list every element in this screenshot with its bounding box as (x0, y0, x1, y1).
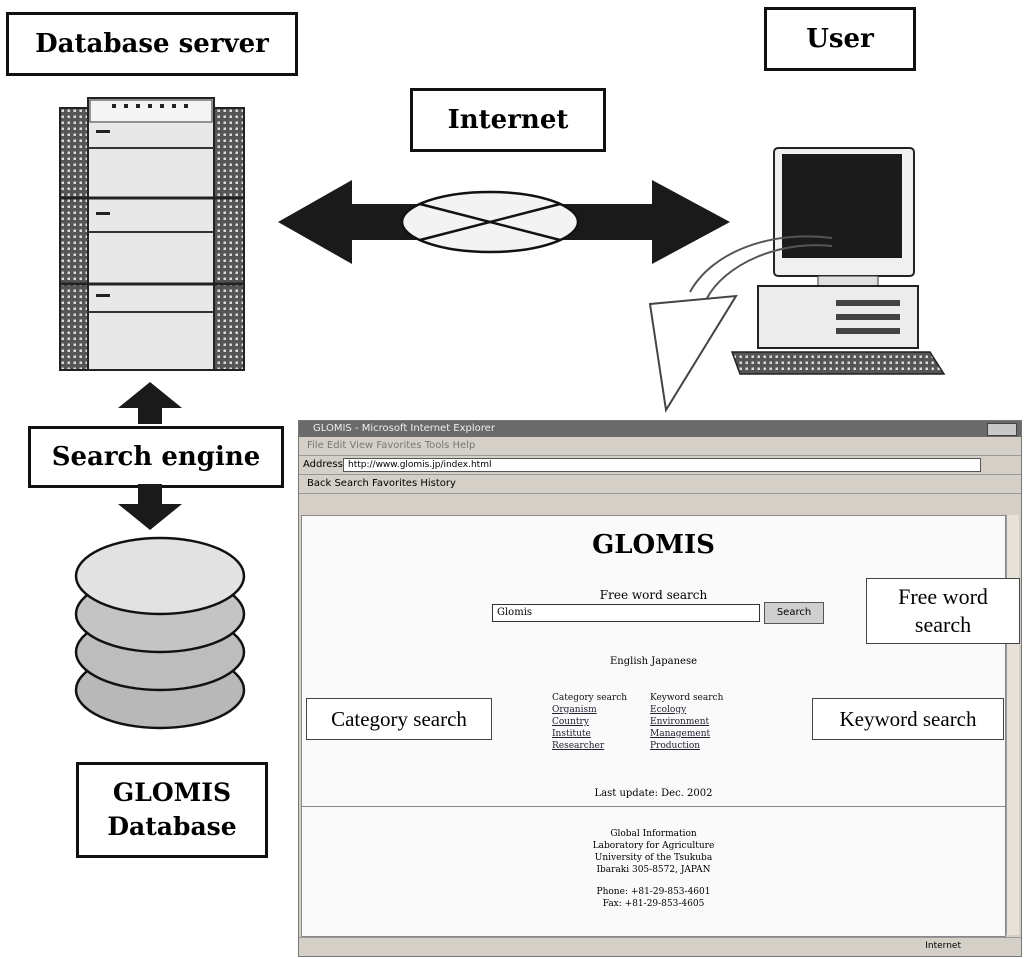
contact-line: Phone: +81-29-853-4601 (596, 887, 711, 897)
keyword-header: Keyword search (650, 693, 724, 703)
category-search-text: Category search (331, 706, 467, 731)
glomis-database-line2: Database (107, 812, 237, 841)
divider (302, 806, 1005, 807)
free-word-line2: search (914, 612, 972, 637)
browser-addressbar: Address http://www.glomis.jp/index.html (299, 456, 1021, 475)
address-line: Ibaraki 305-8572, JAPAN (596, 865, 711, 875)
search-engine-label: Search engine (28, 426, 284, 488)
internet-double-arrow (278, 180, 730, 264)
glomis-database-label: GLOMIS Database (76, 762, 268, 858)
address-label: Address (303, 459, 343, 470)
free-word-search-callout: Free word search (866, 578, 1020, 644)
category-search-callout: Category search (306, 698, 492, 740)
category-link[interactable]: Country (552, 717, 589, 727)
keyword-link[interactable]: Ecology (650, 705, 687, 715)
toolbar-items[interactable]: Back Search Favorites History (307, 478, 456, 489)
database-server-text: Database server (35, 29, 269, 59)
browser-menubar[interactable]: File Edit View Favorites Tools Help (299, 437, 1021, 456)
database-server-label: Database server (6, 12, 298, 76)
menu-items[interactable]: File Edit View Favorites Tools Help (307, 440, 476, 451)
window-controls-icon[interactable] (987, 423, 1017, 436)
keyword-search-callout: Keyword search (812, 698, 1004, 740)
glomis-database-line1: GLOMIS (112, 778, 232, 807)
category-link[interactable]: Researcher (552, 741, 605, 751)
search-engine-text: Search engine (51, 442, 261, 472)
language-links[interactable]: English Japanese (609, 656, 698, 667)
browser-titlebar: GLOMIS - Microsoft Internet Explorer (299, 421, 1021, 437)
server-icon (59, 97, 245, 371)
status-text: Internet (925, 941, 961, 951)
category-link[interactable]: Institute (552, 729, 591, 739)
vertical-double-arrow-bottom (118, 484, 182, 530)
vertical-double-arrow-top (118, 382, 182, 424)
internet-text: Internet (447, 105, 569, 135)
search-input-value: Glomis (497, 607, 533, 618)
keyword-link[interactable]: Management (650, 729, 711, 739)
curved-arrow (648, 235, 833, 413)
contact-line: Fax: +81-29-853-4605 (602, 899, 705, 909)
address-line: Global Information (610, 829, 697, 839)
browser-statusbar: Internet (299, 937, 1021, 956)
free-word-search-label: Free word search (599, 588, 708, 602)
address-url-text: http://www.glomis.jp/index.html (348, 460, 492, 470)
computer-icon (730, 147, 946, 375)
keyword-link[interactable]: Production (650, 741, 701, 751)
user-label: User (764, 7, 916, 71)
database-icon (74, 536, 246, 730)
keyword-column: Keyword search Ecology Environment Manag… (650, 692, 723, 752)
address-line: University of the Tsukuba (594, 853, 713, 863)
search-button[interactable]: Search (764, 602, 824, 624)
category-header: Category search (552, 693, 628, 703)
browser-toolbar[interactable]: Back Search Favorites History (299, 475, 1021, 494)
page-title: GLOMIS (592, 530, 715, 560)
user-text: User (806, 24, 874, 54)
last-updated: Last update: Dec. 2002 (594, 788, 713, 799)
category-link[interactable]: Organism (552, 705, 597, 715)
category-column: Category search Organism Country Institu… (552, 692, 627, 752)
address-block: Global Information Laboratory for Agricu… (302, 828, 1005, 910)
internet-label: Internet (410, 88, 606, 152)
browser-window: GLOMIS - Microsoft Internet Explorer Fil… (298, 420, 1022, 957)
search-input[interactable]: Glomis (492, 604, 760, 622)
browser-title: GLOMIS - Microsoft Internet Explorer (313, 423, 495, 434)
address-line: Laboratory for Agriculture (592, 841, 715, 851)
keyword-link[interactable]: Environment (650, 717, 710, 727)
keyword-search-text: Keyword search (839, 706, 977, 731)
address-url-input[interactable]: http://www.glomis.jp/index.html (343, 458, 981, 472)
free-word-line1: Free word (898, 584, 988, 609)
